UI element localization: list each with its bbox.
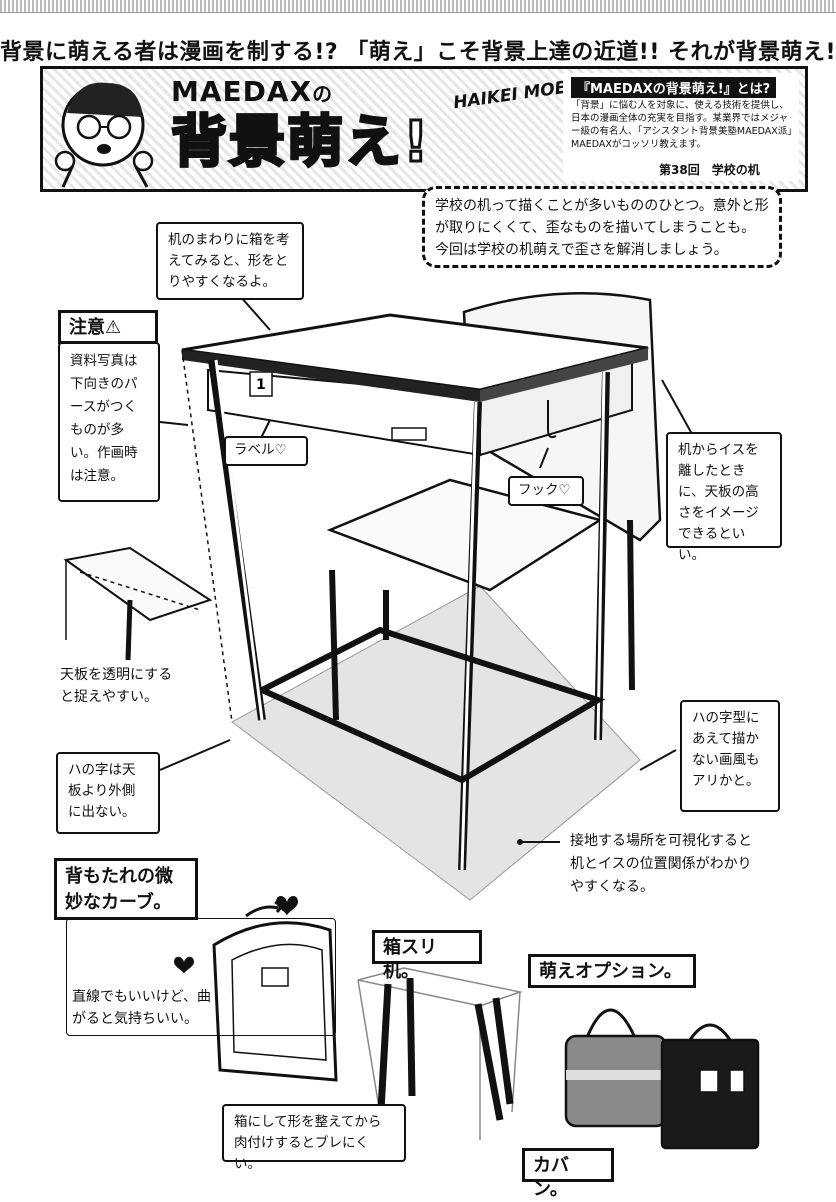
box-desk-title: 箱スリ机。 (372, 930, 482, 982)
caution-title: 注意⚠ (58, 310, 158, 344)
title-banner: MAEDAXの HAIKEI MOE! 背景萌え! 『MAEDAXの背景萌え!』… (40, 66, 808, 192)
series-name: MAEDAXの (171, 75, 333, 108)
backrest-section-frame (66, 918, 336, 1036)
name-label-plate (391, 427, 427, 441)
intro-callout: 学校の机って描くことが多いもののひとつ。意外と形が取りにくくて、歪なものを描いて… (422, 186, 782, 268)
box-tip-callout: 机のまわりに箱を考えてみると、形をとりやすくなるよ。 (156, 222, 304, 300)
style-tip-callout: ハの字型にあえて描かない画風もアリかと。 (680, 700, 780, 812)
sports-bag-icon (564, 1034, 668, 1128)
backrest-section-title: 背もたれの微妙なカーブ。 (54, 858, 198, 920)
legs-tip-callout: ハの字は天板より外側に出ない。 (56, 752, 160, 834)
school-bag-icon (660, 1038, 760, 1150)
height-tip-callout: 机からイスを離したときに、天板の高さをイメージできるといい。 (666, 432, 782, 563)
desk-number-label (249, 371, 273, 397)
bag-label: カバン。 (522, 1148, 614, 1200)
top-border-strip (0, 0, 836, 13)
box-desk-callout: 箱にして形を整えてから肉付けするとブレにくい。 (222, 1104, 406, 1172)
caution-callout: 資料写真は下向きのパースがつくものが多い。作画時は注意。 (58, 342, 160, 502)
heart-icon (174, 956, 194, 974)
option-title: 萌えオプション。 (528, 954, 696, 988)
desk-number: 1 (256, 377, 266, 393)
series-logo: 背景萌え! (170, 110, 431, 175)
mascot-character-icon (54, 82, 154, 188)
backrest-text: 直線でもいいけど、曲がると気持ちいい。 (72, 989, 212, 1027)
label-tag-callout: ラベル♡ (224, 436, 308, 466)
series-name-text: MAEDAX (171, 75, 313, 108)
heart-icon (276, 896, 298, 916)
transparent-tip-text: 天板を透明にすると捉えやすい。 (60, 667, 173, 705)
series-suffix: の (312, 82, 334, 106)
page-headline: 背景に萌える者は漫画を制する!? 「萌え」こそ背景上達の近道!! それが背景萌え… (0, 40, 836, 65)
info-body: 「背景」に悩む人を対象に、使える技術を提供し、日本の漫画全体の充実を目指す。某業… (571, 100, 792, 150)
hook-tag-callout: フック♡ (508, 476, 584, 506)
info-title: 『MAEDAXの背景萌え!』とは? (571, 77, 777, 98)
ground-tip-text: 接地する場所を可視化すると机とイスの位置関係がわかりやすくなる。 (570, 833, 752, 895)
series-info-box: 『MAEDAXの背景萌え!』とは? 「背景」に悩む人を対象に、使える技術を提供し… (563, 73, 799, 181)
issue-label: 第38回 学校の机 (659, 163, 760, 177)
